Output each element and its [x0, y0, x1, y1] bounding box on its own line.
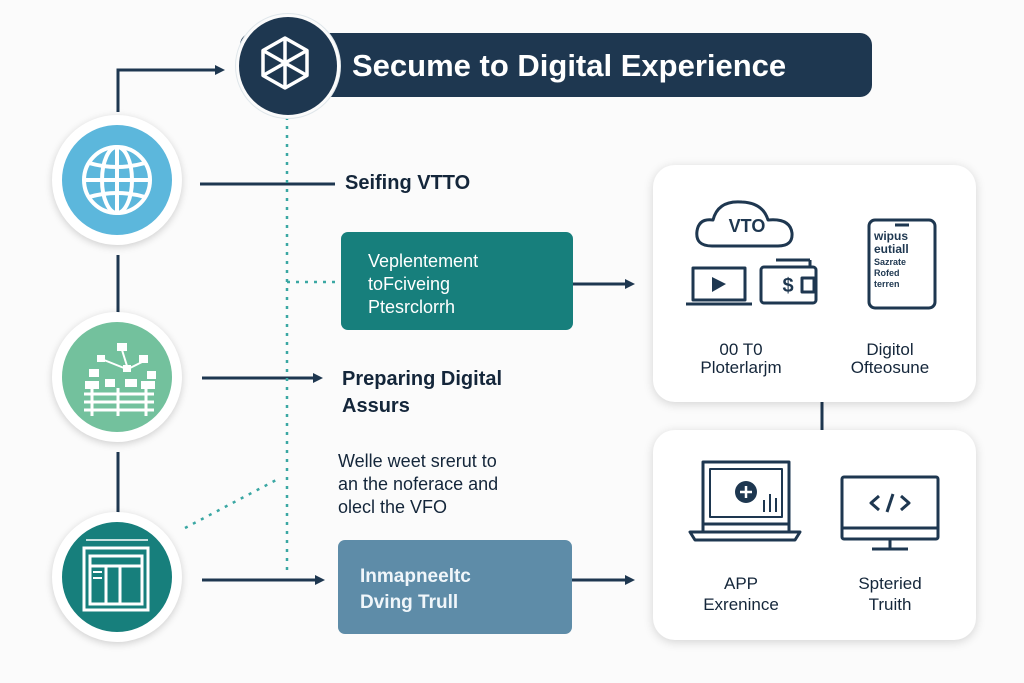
phone-line: eutiall [874, 242, 909, 256]
globe-icon [82, 145, 152, 215]
code-monitor-icon [840, 475, 940, 541]
teal-process-box: Veplentement toFciveing Ptesrclorrh [341, 232, 573, 330]
app-caption: APP Exrenince [676, 573, 806, 615]
caption-line: Digitol [866, 340, 914, 359]
teal-box-line: Ptesrclorrh [368, 297, 456, 317]
globe-node [52, 115, 182, 245]
phone-line: Rofed [874, 268, 900, 278]
diagram-title: Secume to Digital Experience [352, 48, 787, 83]
description-text: Welle weet srerut to an the noferace and… [338, 450, 498, 519]
phone-line: wipus [874, 229, 909, 243]
caption-line: Spteried [858, 574, 922, 593]
preparing-line: Preparing Digital [342, 368, 503, 390]
cloud-label: VTO [728, 216, 766, 236]
caption-line: Exrenince [703, 595, 779, 614]
caption-line: Ploterlarjm [700, 358, 782, 377]
caption-line: 00 T0 [719, 340, 763, 359]
description-line: an the noferace and [338, 474, 499, 494]
description-line: olecl the VFO [338, 497, 448, 517]
digital-caption: Digitol Ofteosune [830, 341, 950, 377]
caption-line: Ofteosune [850, 358, 930, 377]
slate-box-line: Inmapneeltc [360, 566, 471, 587]
network-node [52, 312, 182, 442]
title-banner [240, 33, 872, 97]
hub-node [236, 14, 340, 118]
dollar-sign: $ [782, 275, 794, 297]
phone-icon [867, 218, 937, 310]
video-laptop-icon [691, 266, 747, 302]
hexagon-cube-icon [261, 36, 309, 90]
app-laptop-icon [701, 460, 791, 526]
teal-box-line: toFciveing [368, 274, 451, 294]
setting-label: Seifing VTTO [345, 172, 471, 194]
caption-line: Truith [868, 595, 912, 614]
slate-process-box: Inmapneeltc Dving Trull [338, 540, 572, 634]
phone-line: terren [874, 279, 900, 289]
network-icon [84, 343, 156, 416]
experience-card [653, 430, 976, 640]
description-line: Welle weet srerut to [338, 451, 497, 471]
wallet-icon [759, 265, 818, 305]
preparing-label: Preparing Digital Assurs [342, 366, 582, 420]
truth-caption: Spteried Truith [830, 573, 950, 615]
platform-caption: 00 T0 Ploterlarjm [676, 341, 806, 377]
building-node [52, 512, 182, 642]
preparing-line: Assurs [342, 395, 410, 417]
slate-box-line: Dving Trull [360, 592, 459, 613]
cloud-icon [695, 200, 794, 248]
phone-line: Sazrate [874, 257, 907, 267]
teal-box-line: Veplentement [368, 251, 479, 271]
building-icon [82, 539, 150, 612]
caption-line: APP [723, 574, 759, 593]
phone-screen-text: wipus eutiall Sazrate Rofed terren [874, 229, 932, 290]
